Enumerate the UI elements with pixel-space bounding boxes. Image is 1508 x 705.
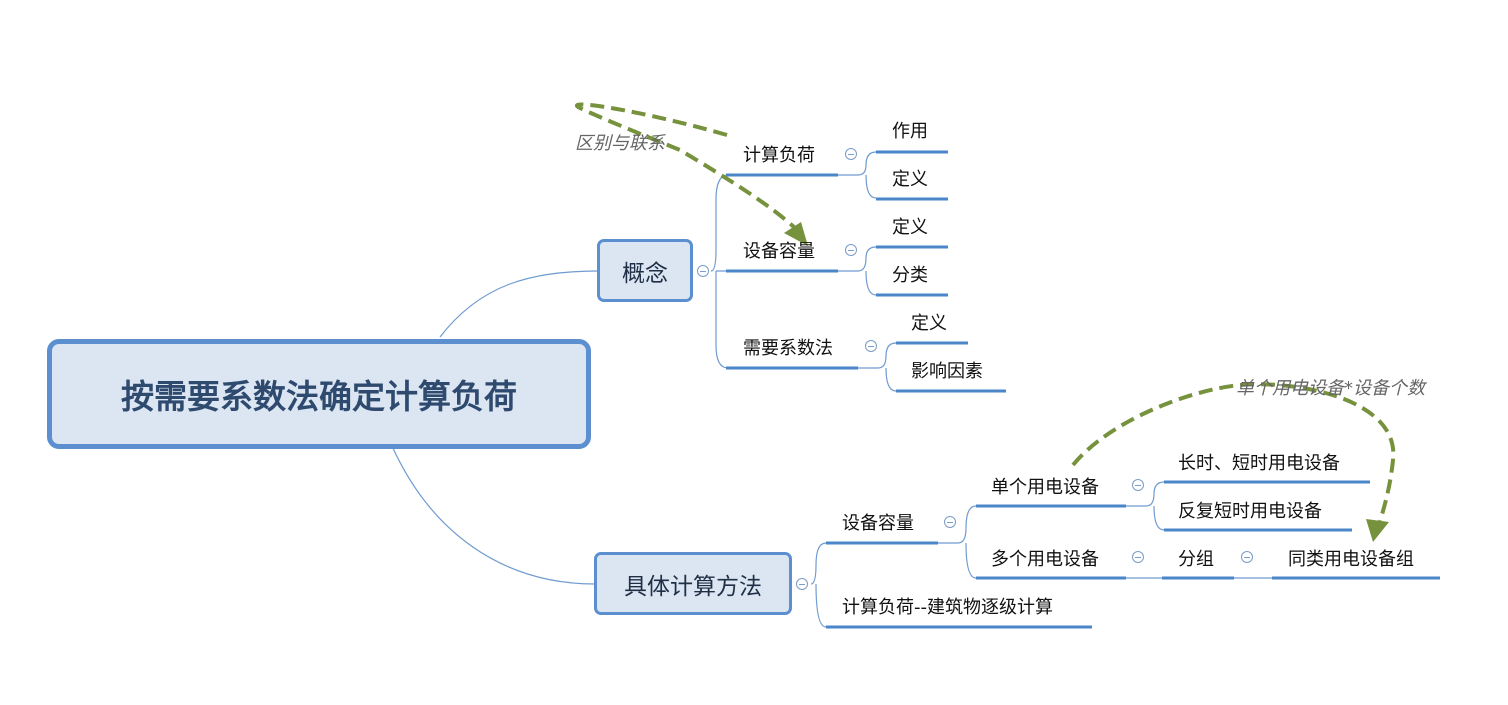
node-factors[interactable]: 影响因素 [911,361,983,382]
node-building-calc[interactable]: 计算负荷--建筑物逐级计算 [842,597,1053,618]
node-multi[interactable]: 多个用电设备 [991,549,1099,570]
relation-label-single[interactable]: 单个用电设备*设备个数 [1236,378,1425,399]
node-repeat-short[interactable]: 反复短时用电设备 [1178,501,1322,522]
node-same-type[interactable]: 同类用电设备组 [1288,549,1414,570]
connector-root-concept [439,270,599,338]
node-demand-def[interactable]: 定义 [911,313,947,334]
node-calc-def[interactable]: 定义 [892,169,928,190]
collapse-calc-load-icon[interactable] [845,148,857,160]
connector-root-method [391,445,596,585]
relation-label-diff[interactable]: 区别与联系 [575,133,665,154]
relation-arrow-diff [575,102,797,230]
node-long-short[interactable]: 长时、短时用电设备 [1178,453,1340,474]
relation-arrowhead-diff [784,222,808,246]
root-topic[interactable]: 按需要系数法确定计算负荷 [47,339,591,449]
node-single[interactable]: 单个用电设备 [991,477,1099,498]
topic-method[interactable]: 具体计算方法 [594,552,792,615]
collapse-method-icon[interactable] [796,578,808,590]
collapse-demand-coef-icon[interactable] [865,340,877,352]
relation-arrowhead-single [1366,519,1389,542]
connector-equip-children [838,246,877,296]
connector-demand-children [858,342,897,392]
node-equip-def[interactable]: 定义 [892,217,928,238]
collapse-group-icon[interactable] [1241,551,1253,563]
collapse-single-icon[interactable] [1132,479,1144,491]
collapse-multi-icon[interactable] [1132,551,1144,563]
node-method-equip[interactable]: 设备容量 [842,513,914,534]
relation-arrow-single [1071,382,1396,523]
node-group[interactable]: 分组 [1178,549,1214,570]
node-role[interactable]: 作用 [892,121,928,142]
node-calc-load[interactable]: 计算负荷 [743,145,815,166]
node-classify[interactable]: 分类 [892,265,928,286]
connector-method-children [810,542,827,628]
connector-concept-children [710,174,729,369]
topic-concept[interactable]: 概念 [597,239,693,302]
connector-calc-load-children [838,151,877,199]
connector-single-children [1126,481,1165,531]
collapse-equip-capacity-icon[interactable] [845,244,857,256]
collapse-concept-icon[interactable] [697,265,709,277]
connector-method-equip-children [938,505,977,579]
node-demand-coef[interactable]: 需要系数法 [743,338,833,359]
collapse-method-equip-icon[interactable] [944,516,956,528]
node-equip-capacity[interactable]: 设备容量 [743,241,815,262]
